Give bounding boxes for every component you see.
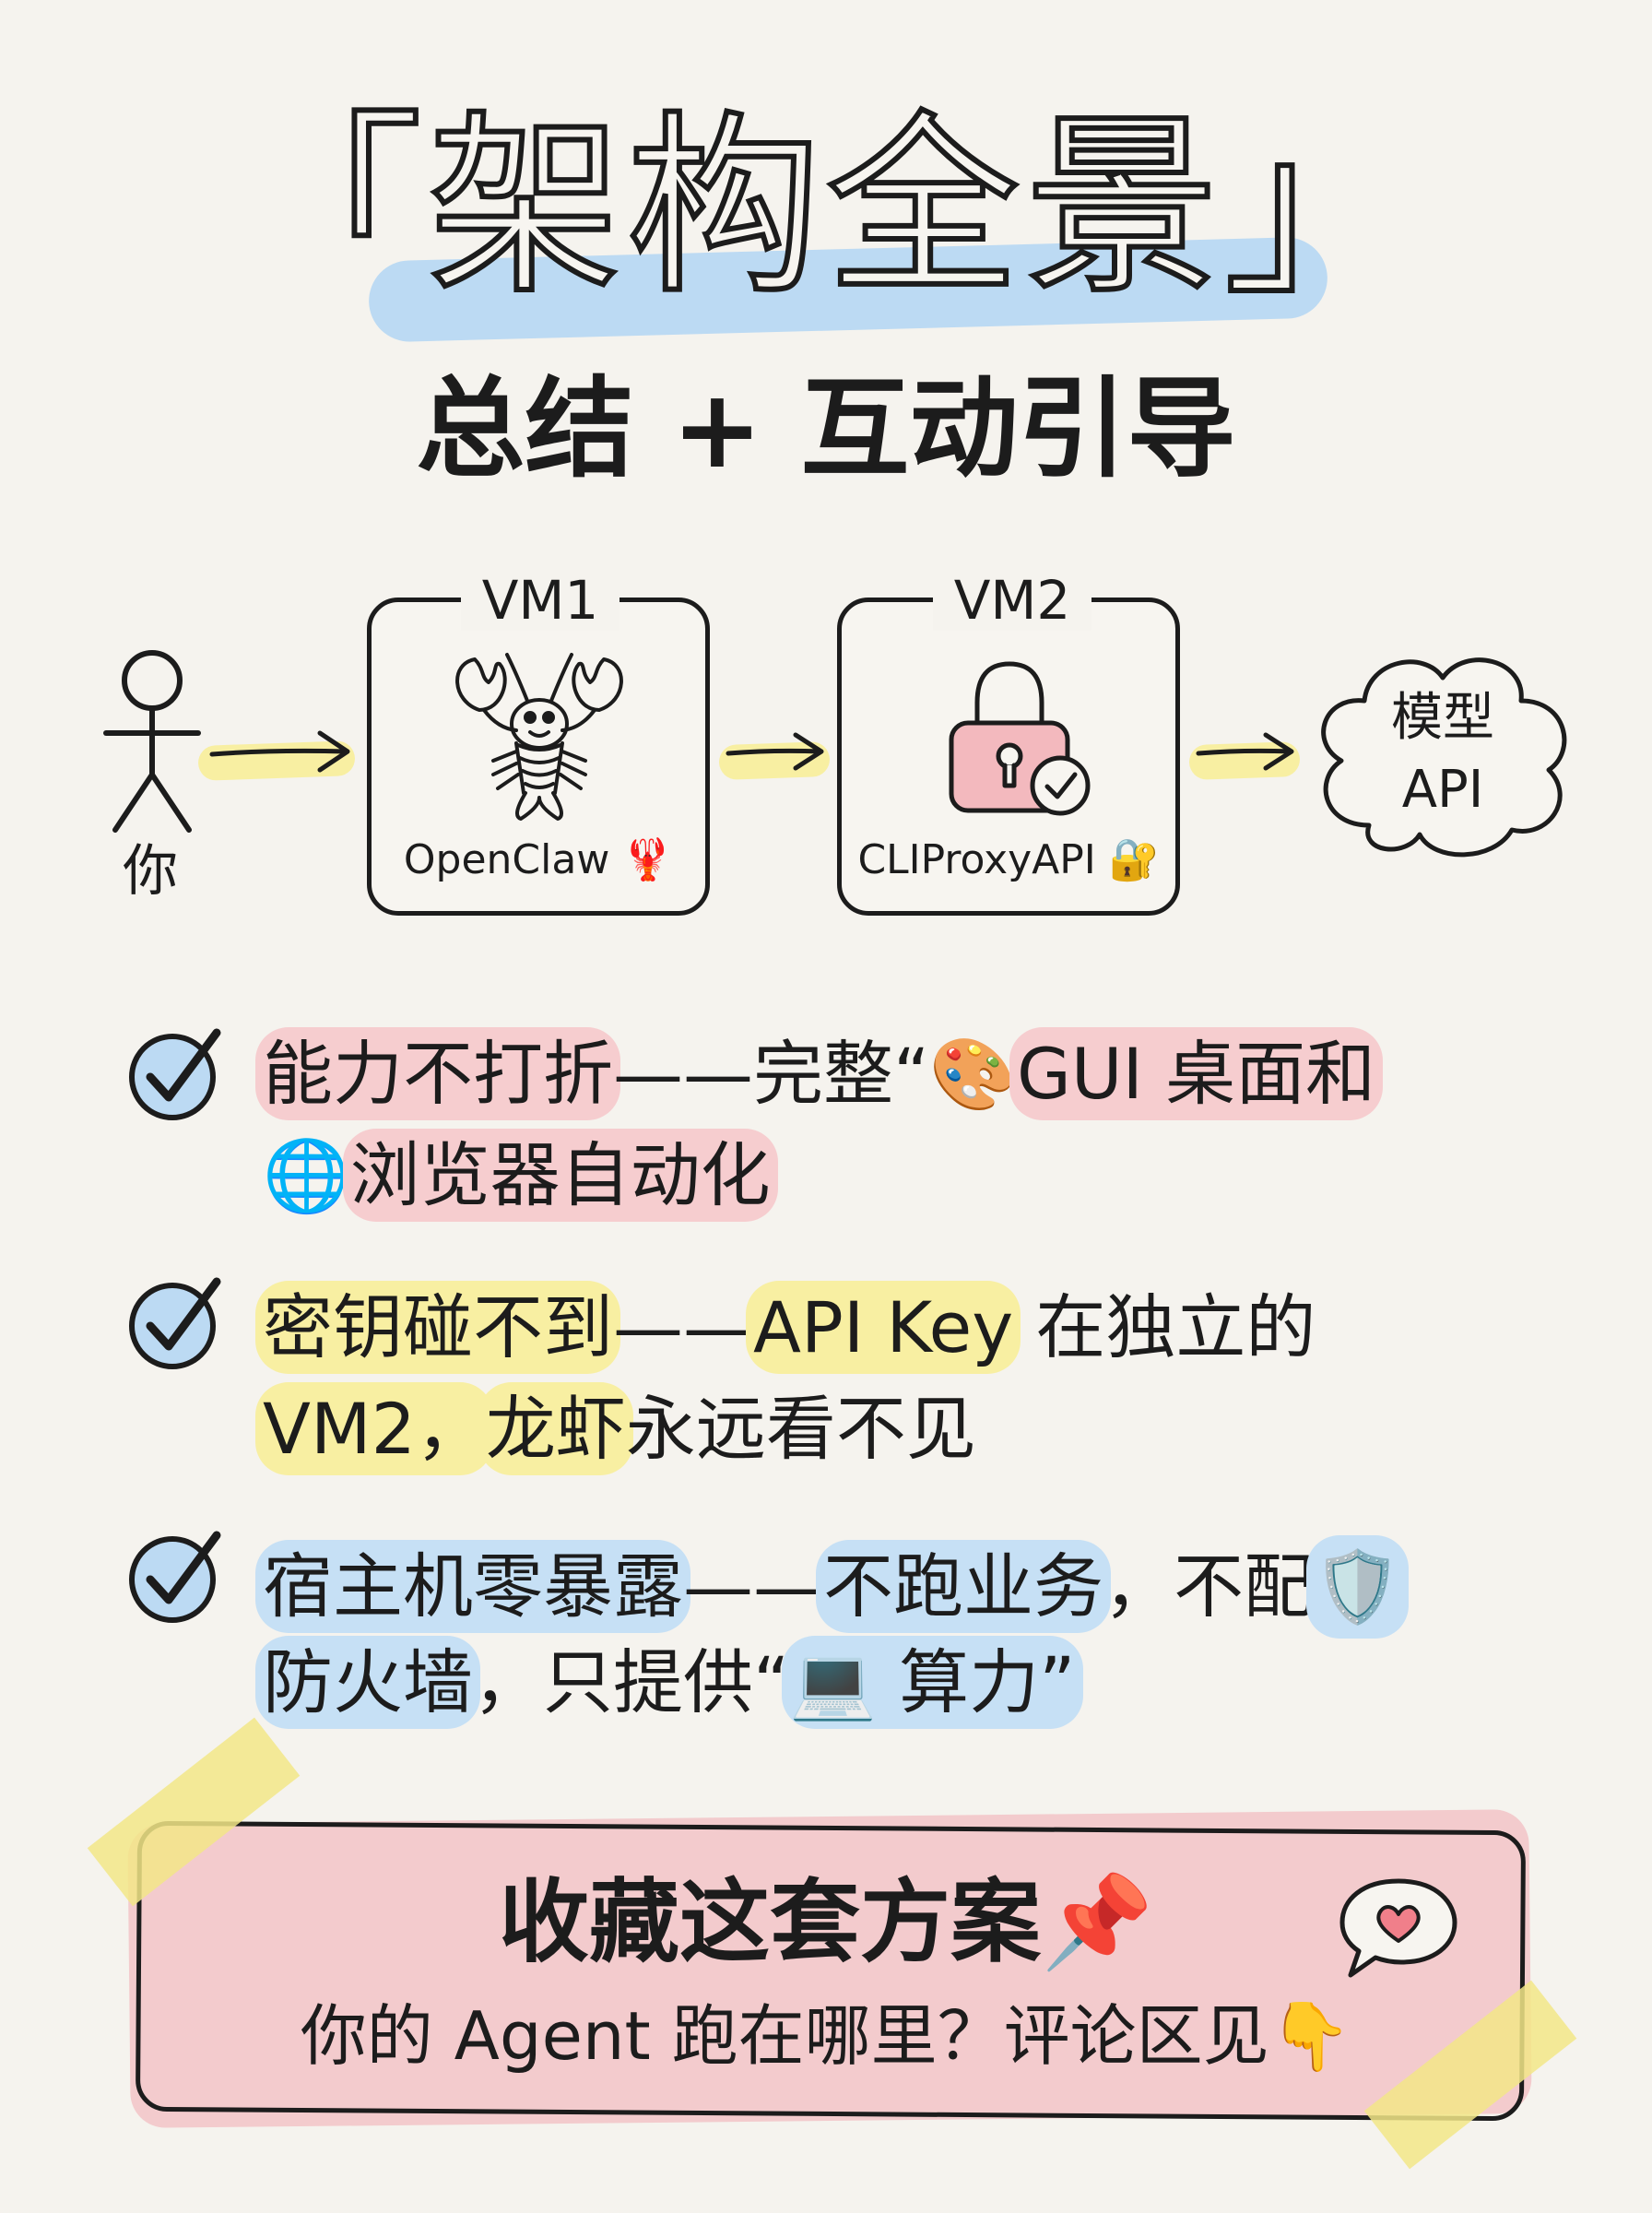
arrow-right-icon (1196, 732, 1294, 771)
bullet-1-gui-highlight: GUI 桌面和 (1009, 1027, 1384, 1120)
bullet-2-lobster-highlight: 龙虾 (478, 1382, 633, 1475)
bullet-3-keyword: 宿主机零暴露 (255, 1540, 690, 1633)
bullet-3-no-business-highlight: 不跑业务 (816, 1540, 1111, 1633)
page-title: 「架构全景」 (226, 94, 1423, 320)
bullet-2-line-1: 密钥碰不到——API Key 在独立的 (255, 1281, 1316, 1374)
check-circle-icon (129, 1277, 221, 1369)
bullet-1-line-2: 🌐浏览器自动化 (263, 1129, 778, 1222)
cloud-icon (1321, 657, 1567, 858)
bullet-3-firewall-highlight: 防火墙 (255, 1636, 480, 1729)
shield-icon: 🛡️ (1306, 1535, 1409, 1639)
palette-icon: 🎨 (929, 1033, 1018, 1115)
model-api-label: 模型 API (1391, 688, 1494, 820)
arrow-right-icon (726, 732, 824, 771)
bullet-2-vm2-highlight: VM2， (255, 1382, 493, 1475)
bullet-1-line-1: 能力不打折——完整“🎨GUI 桌面和 (255, 1027, 1384, 1120)
bullet-1-keyword: 能力不打折 (255, 1027, 620, 1120)
bullet-3-line-2: 防火墙，只提供“💻 算力” (255, 1636, 1083, 1729)
vm1-label: VM1 (461, 570, 620, 631)
user-stick-figure-icon (103, 650, 201, 833)
vm1-caption: OpenClaw 🦞 (403, 836, 674, 883)
user-label: 你 (123, 839, 178, 904)
page-subtitle: 总结 + 互动引导 (416, 365, 1236, 492)
speech-bubble-heart-icon (1339, 1878, 1457, 1978)
laptop-icon: 💻 (789, 1641, 878, 1723)
vm2-caption: CLIProxyAPI 🔐 (857, 836, 1160, 883)
footer-title: 收藏这套方案📌 (498, 1870, 1154, 1975)
bullet-1-browser-highlight: 浏览器自动化 (342, 1129, 778, 1222)
bullet-2-api-key-highlight: API Key (746, 1281, 1021, 1374)
bullet-3-compute-highlight: 💻 算力” (782, 1636, 1083, 1729)
vm2-label: VM2 (933, 570, 1092, 631)
bullet-2-keyword: 密钥碰不到 (255, 1281, 620, 1374)
lobster-icon (455, 653, 623, 821)
arrow-right-icon (209, 730, 350, 773)
footer-subtitle: 你的 Agent 跑在哪里？评论区见👇 (300, 1997, 1352, 2075)
padlock-check-icon (949, 661, 1091, 816)
bullet-3-line-1: 宿主机零暴露——不跑业务，不配🛡️ (255, 1535, 1409, 1639)
globe-icon: 🌐 (263, 1134, 350, 1216)
check-circle-icon (129, 1531, 221, 1623)
bullet-2-line-2: VM2，龙虾永远看不见 (255, 1382, 976, 1475)
check-circle-icon (129, 1028, 221, 1120)
